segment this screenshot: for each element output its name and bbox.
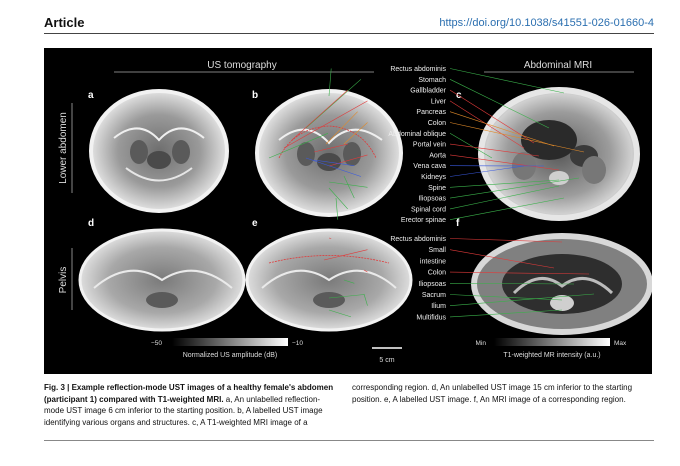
leader-line [449, 179, 560, 188]
organ-label: Liver [431, 98, 447, 105]
leader-line [449, 79, 550, 129]
figure-3: US tomography Abdominal MRI Lower abdome… [44, 48, 652, 374]
organ-label: Vena cava [413, 163, 446, 170]
organ-label: Erector spinae [401, 217, 446, 224]
caption-left-text: a, An unlabelled reflection-mode UST ima… [44, 394, 323, 427]
leader-line [305, 157, 361, 177]
organ-label: Ilium [431, 303, 446, 310]
organ-label: Aorta [429, 152, 446, 159]
leader-line [328, 237, 332, 239]
doi-link[interactable]: https://doi.org/10.1038/s41551-026-01660… [439, 17, 654, 29]
caption-title: Fig. 3 | Example reflection-mode UST ima… [44, 383, 334, 404]
leader-line [449, 309, 563, 318]
leader-line [449, 197, 565, 220]
organ-label: Stomach [418, 77, 446, 84]
organ-label: intestine [420, 258, 446, 265]
panel-b [255, 89, 403, 217]
leader-line [449, 165, 525, 177]
col-header-mri: Abdominal MRI [524, 60, 592, 71]
leader-line [449, 89, 535, 144]
panel-a [89, 89, 229, 213]
us-colorbar-label: Normalized US amplitude (dB) [183, 352, 278, 359]
leader-line [328, 294, 365, 299]
mri-colorbar [494, 338, 610, 346]
leader-line [313, 143, 348, 153]
leader-line [449, 271, 590, 275]
organ-label: Spinal cord [411, 206, 446, 213]
leader-line [313, 159, 355, 166]
organ-label: Spine [428, 185, 446, 192]
panel-e [245, 228, 413, 332]
leader-line [449, 111, 555, 147]
labels-top: Rectus abdominisStomachGallbladderLiverP… [268, 66, 585, 224]
leader-line [449, 154, 560, 171]
organ-label: Colon [428, 120, 446, 127]
leader-line [305, 79, 362, 129]
organ-label: Portal vein [413, 142, 446, 149]
organ-label: Kidneys [421, 174, 446, 181]
leader-line [449, 143, 540, 157]
leader-line [328, 68, 332, 97]
panel-letter-f: f [456, 218, 460, 229]
leader-line [449, 100, 525, 149]
organ-label: Pancreas [416, 109, 446, 116]
us-colorbar [172, 338, 288, 346]
row-label-lower-abdomen: Lower abdomen [58, 112, 69, 184]
leader-line [449, 283, 575, 285]
leader-line [449, 249, 555, 269]
leader-line [449, 68, 565, 94]
leader-line [343, 279, 355, 284]
leader-line [449, 293, 595, 306]
mri-colorbar-min: Min [476, 340, 487, 347]
leader-line [449, 294, 563, 301]
leader-line [449, 122, 585, 153]
organ-label: Iliopsoas [418, 196, 446, 203]
leader-line [363, 269, 368, 273]
organ-label: Abdominal oblique [388, 131, 446, 138]
leader-line [328, 154, 368, 167]
panel-letter-e: e [252, 218, 258, 229]
mri-colorbar-label: T1-weighted MR intensity (a.u.) [503, 352, 600, 359]
leader-line [449, 177, 580, 199]
header-rule [44, 33, 654, 34]
organ-label: Iliopsoas [418, 281, 446, 288]
footer-rule [44, 440, 654, 441]
panel-letter-b: b [252, 90, 258, 101]
organ-label: Sacrum [422, 292, 446, 299]
organ-label: Colon [428, 270, 446, 277]
leader-line [325, 111, 358, 145]
panel-letter-a: a [88, 90, 94, 101]
leader-line [283, 100, 368, 149]
panel-c [478, 87, 640, 221]
us-colorbar-min: −50 [151, 340, 162, 347]
scale-bar-label: 5 cm [379, 357, 394, 364]
leader-line [335, 197, 339, 220]
caption-right: corresponding region. d, An unlabelled U… [352, 383, 633, 404]
leader-line [291, 89, 348, 141]
article-label: Article [44, 15, 85, 30]
panel-d [78, 228, 246, 332]
organ-label: Rectus abdominis [390, 66, 446, 73]
us-colorbar-max: −10 [292, 340, 303, 347]
col-header-us: US tomography [207, 60, 276, 71]
leader-line [268, 133, 329, 159]
organ-label: Gallbladder [410, 88, 446, 95]
leader-line [343, 175, 355, 199]
row-label-pelvis: Pelvis [58, 267, 69, 294]
organ-label: Small [428, 247, 446, 254]
leader-line [449, 133, 493, 159]
leader-line [328, 309, 352, 318]
leader-line [343, 122, 368, 145]
organ-label: Rectus abdominis [390, 236, 446, 243]
leader-line [449, 238, 563, 243]
leader-line [449, 185, 560, 210]
mri-colorbar-max: Max [614, 340, 627, 347]
panel-letter-d: d [88, 218, 94, 229]
leader-line [328, 187, 348, 210]
organ-label: Multifidus [416, 314, 446, 321]
caption-left: Fig. 3 | Example reflection-mode UST ima… [44, 382, 340, 428]
leader-line [323, 249, 368, 261]
leader-line [363, 293, 368, 306]
